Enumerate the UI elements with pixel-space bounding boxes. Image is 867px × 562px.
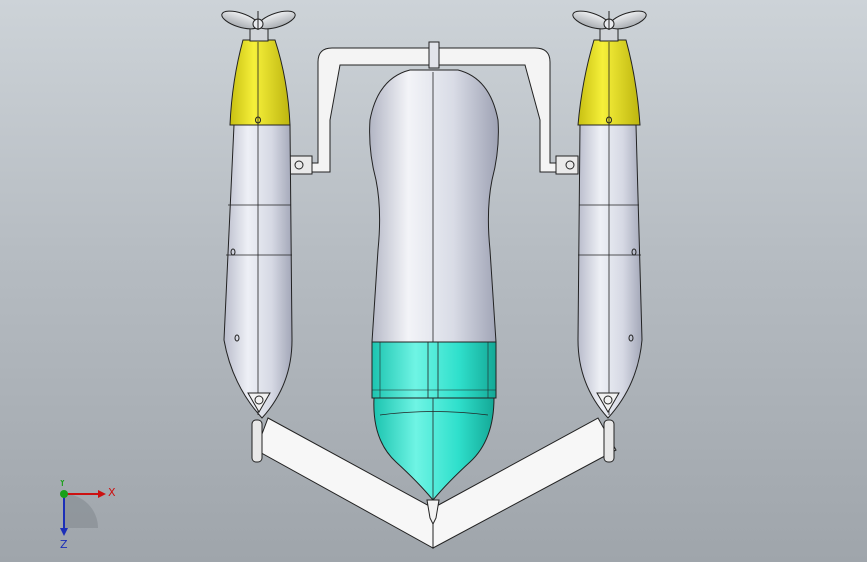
left-pod-nose-cone bbox=[229, 39, 291, 126]
left-propeller-icon[interactable] bbox=[220, 7, 297, 42]
left-thruster-pod[interactable] bbox=[223, 39, 293, 463]
central-hull[interactable] bbox=[369, 41, 499, 526]
x-axis-label: X bbox=[108, 486, 116, 499]
bottom-v-fin[interactable] bbox=[255, 417, 617, 549]
z-axis-label: Z bbox=[60, 538, 68, 550]
right-pod-rudder-post bbox=[603, 419, 615, 463]
right-bracket-mount bbox=[555, 155, 579, 175]
hull-cyan-collar bbox=[371, 341, 497, 399]
y-axis-dot-icon bbox=[60, 490, 68, 498]
right-thruster-pod[interactable] bbox=[577, 39, 643, 463]
left-pod-rudder-post bbox=[251, 419, 263, 463]
right-mount-hole-icon bbox=[565, 160, 575, 170]
right-propeller-icon[interactable] bbox=[571, 7, 648, 42]
orientation-triad: X Y Z bbox=[58, 480, 116, 550]
y-axis-label: Y bbox=[58, 480, 66, 489]
left-bracket-mount bbox=[289, 155, 313, 175]
top-bracket[interactable] bbox=[289, 47, 579, 175]
left-mount-hole-icon bbox=[294, 160, 304, 170]
